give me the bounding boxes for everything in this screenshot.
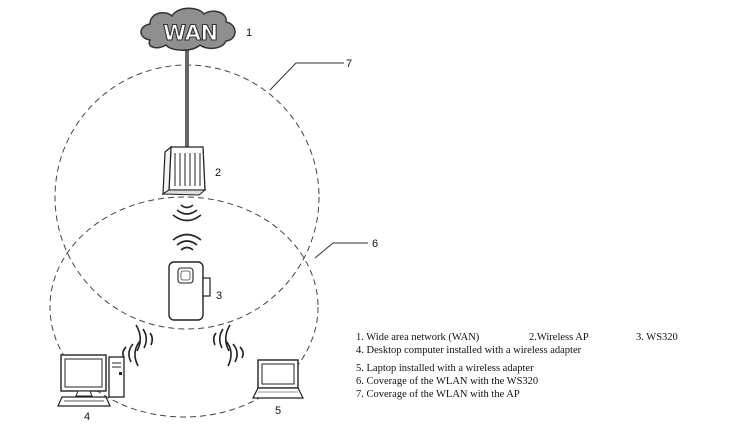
callout-6: 6 (372, 238, 378, 250)
wireless-ap-icon (161, 145, 207, 196)
callout-5: 5 (275, 405, 281, 417)
callout-7: 7 (346, 58, 352, 70)
legend-item-7: 7. Coverage of the WLAN with the AP (356, 389, 520, 400)
ws320-up-wifi-signal-icon (172, 233, 202, 251)
legend-item-1: 1. Wide area network (WAN) (356, 332, 480, 343)
ap-wifi-signal-icon (172, 204, 202, 222)
callout-1: 1 (246, 27, 252, 39)
callout-leaders (269, 62, 368, 259)
desktop-wifi-signal-icon (122, 340, 141, 367)
callout-2: 2 (215, 167, 221, 179)
callout-4: 4 (84, 411, 90, 423)
ws320-device-icon (168, 261, 211, 321)
ws320-coverage-ellipse (49, 196, 319, 418)
callout-3: 3 (216, 290, 222, 302)
legend-item-6: 6. Coverage of the WLAN with the WS320 (356, 376, 539, 387)
wan-cloud-icon: WAN (140, 7, 236, 51)
legend-item-4: 4. Desktop computer installed with a wir… (356, 345, 582, 356)
laptop-icon (252, 359, 304, 399)
legend-item-2: 2.Wireless AP (529, 332, 589, 343)
legend-item-3: 3. WS320 (636, 332, 678, 343)
laptop-wifi-signal-icon (225, 340, 244, 367)
desktop-computer-icon (57, 354, 125, 407)
ws320-left-wifi-signal-icon (135, 324, 154, 352)
legend-item-5: 5. Laptop installed with a wireless adap… (356, 363, 534, 374)
ws320-right-wifi-signal-icon (212, 324, 231, 352)
wan-label: WAN (163, 21, 218, 45)
legend-row-1: 1. Wide area network (WAN) 2.Wireless AP… (356, 331, 678, 344)
legend: 1. Wide area network (WAN) 2.Wireless AP… (356, 331, 678, 401)
